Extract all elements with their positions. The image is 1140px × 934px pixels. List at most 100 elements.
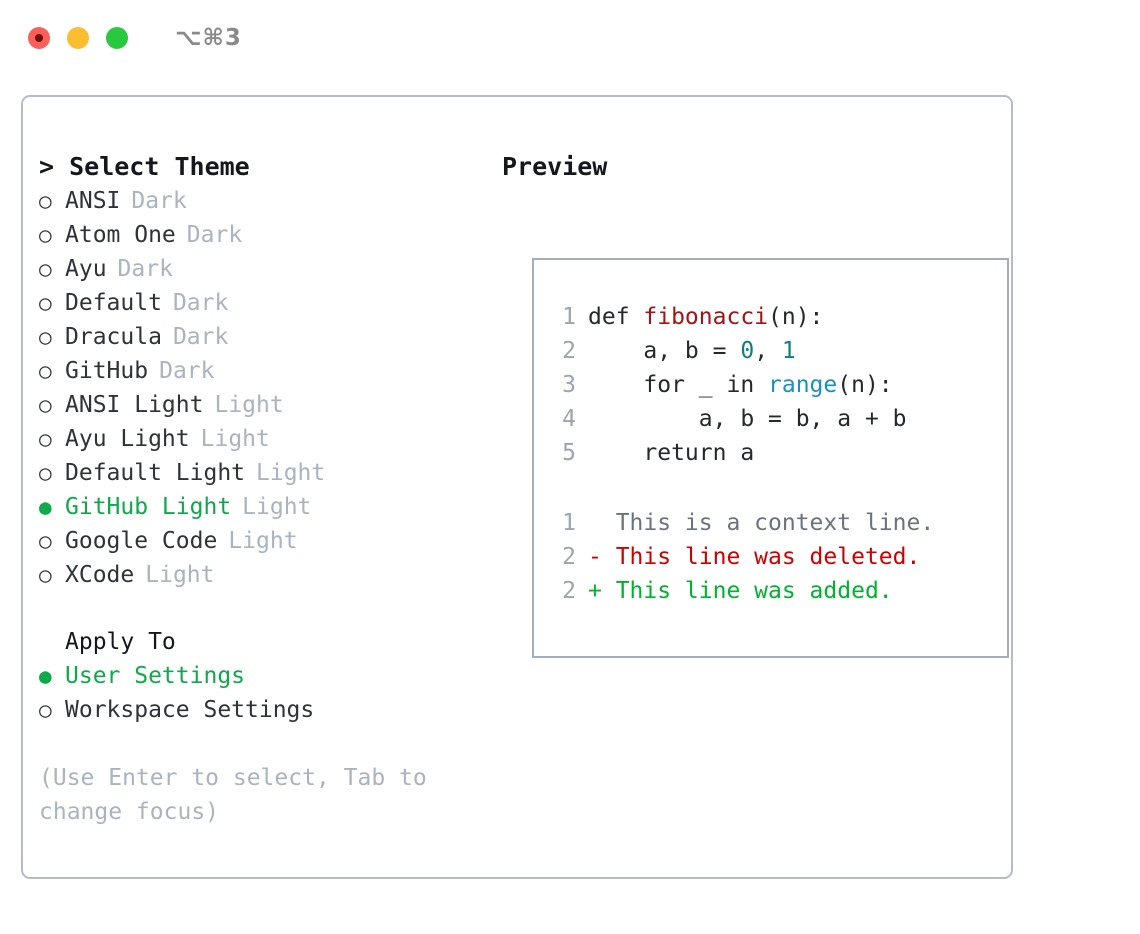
code-token: 0 bbox=[740, 338, 755, 364]
theme-option[interactable]: ○ ANSI Dark bbox=[39, 184, 494, 218]
keyboard-hint-text: (Use Enter to select, Tab to change focu… bbox=[39, 765, 427, 825]
theme-option-variant: Dark bbox=[172, 290, 229, 316]
apply-to-option-label: User Settings bbox=[65, 663, 246, 689]
radio-unselected-icon: ○ bbox=[39, 189, 52, 213]
theme-option-label: Dracula bbox=[65, 324, 162, 350]
minimize-button[interactable] bbox=[67, 27, 89, 49]
theme-option[interactable]: ○ ANSI Light Light bbox=[39, 388, 494, 422]
theme-option-label: Default bbox=[65, 290, 162, 316]
code-text: return a bbox=[588, 436, 754, 470]
apply-to-option[interactable]: ○ Workspace Settings bbox=[39, 693, 494, 727]
theme-option-label: Ayu Light bbox=[65, 426, 190, 452]
theme-option-variant: Light bbox=[256, 460, 326, 486]
theme-option-variant: Dark bbox=[117, 256, 173, 282]
diff-text: This is a context line. bbox=[588, 510, 935, 536]
radio-unselected-icon: ○ bbox=[39, 223, 52, 247]
theme-option-variant: Dark bbox=[131, 188, 187, 214]
line-number: 4 bbox=[562, 406, 576, 432]
theme-option[interactable]: ● GitHub Light Light bbox=[39, 490, 494, 524]
theme-option-label: ANSI bbox=[65, 188, 121, 214]
code-text: for _ in range(n): bbox=[588, 368, 892, 402]
diff-text: - This line was deleted. bbox=[588, 544, 921, 570]
theme-option[interactable]: ○ Default Dark bbox=[39, 286, 494, 320]
code-token: def bbox=[588, 304, 644, 330]
apply-to-heading: Apply To bbox=[65, 629, 176, 655]
close-button[interactable] bbox=[28, 27, 50, 49]
radio-selected-icon: ● bbox=[39, 495, 52, 519]
radio-unselected-icon: ○ bbox=[39, 291, 52, 315]
theme-option-label: Default Light bbox=[65, 460, 246, 486]
preview-heading: Preview bbox=[502, 152, 608, 181]
line-number: 1 bbox=[562, 304, 576, 330]
theme-option[interactable]: ○ Ayu Light Light bbox=[39, 422, 494, 456]
theme-option-label: ANSI Light bbox=[65, 392, 204, 418]
apply-to-option[interactable]: ● User Settings bbox=[39, 659, 494, 693]
radio-unselected-icon: ○ bbox=[39, 257, 52, 281]
theme-option[interactable]: ○ XCode Light bbox=[39, 558, 494, 592]
radio-unselected-icon: ○ bbox=[39, 529, 52, 553]
radio-unselected-icon: ○ bbox=[39, 325, 52, 349]
theme-option-label: GitHub Light bbox=[65, 494, 232, 520]
line-number: 2 bbox=[562, 578, 576, 604]
diff-line: 2 - This line was deleted. bbox=[552, 540, 1001, 574]
theme-option-variant: Light bbox=[242, 494, 312, 520]
line-number: 2 bbox=[562, 544, 576, 570]
apply-to-list[interactable]: ● User Settings ○ Workspace Settings bbox=[39, 659, 494, 727]
theme-option[interactable]: ○ Dracula Dark bbox=[39, 320, 494, 354]
code-token: return a bbox=[588, 440, 755, 466]
radio-unselected-icon: ○ bbox=[39, 698, 52, 722]
apply-to-option-label: Workspace Settings bbox=[65, 697, 315, 723]
line-number: 1 bbox=[562, 510, 576, 536]
code-text: a, b = 0, 1 bbox=[588, 334, 795, 368]
code-token: for _ in bbox=[588, 372, 769, 398]
diff-line: 2 + This line was added. bbox=[552, 574, 1001, 608]
code-line: 5 return a bbox=[552, 436, 1001, 470]
radio-selected-icon: ● bbox=[39, 664, 52, 688]
theme-option-label: GitHub bbox=[65, 358, 149, 384]
radio-unselected-icon: ○ bbox=[39, 427, 52, 451]
keyboard-shortcut-label: ⌥⌘3 bbox=[175, 25, 242, 51]
radio-unselected-icon: ○ bbox=[39, 563, 52, 587]
code-token: fibonacci bbox=[643, 304, 769, 330]
traffic-lights bbox=[28, 27, 128, 49]
apply-to-group: Apply To ● User Settings ○ Workspace Settin… bbox=[39, 625, 494, 727]
diff-text: + This line was added. bbox=[588, 578, 893, 604]
theme-option-variant: Light bbox=[145, 562, 215, 588]
line-number: 3 bbox=[562, 372, 576, 398]
theme-option-variant: Light bbox=[200, 426, 270, 452]
diff-preview: 1 This is a context line. 2 - This line wa… bbox=[552, 506, 1001, 608]
theme-option-variant: Dark bbox=[172, 324, 229, 350]
code-line: 2 a, b = 0, 1 bbox=[552, 334, 1001, 368]
radio-unselected-icon: ○ bbox=[39, 393, 52, 417]
code-token: a, b = b, a + b bbox=[588, 406, 907, 432]
code-token: , bbox=[754, 338, 782, 364]
theme-option-variant: Light bbox=[228, 528, 298, 554]
code-token: (n): bbox=[768, 304, 824, 330]
theme-option-variant: Light bbox=[214, 392, 284, 418]
diff-line: 1 This is a context line. bbox=[552, 506, 1001, 540]
radio-unselected-icon: ○ bbox=[39, 359, 52, 383]
code-token: range bbox=[768, 372, 838, 398]
theme-option-label: XCode bbox=[65, 562, 135, 588]
code-line: 3 for _ in range(n): bbox=[552, 368, 1001, 402]
line-number: 2 bbox=[562, 338, 576, 364]
title-bar: ⌥⌘3 bbox=[0, 0, 1140, 76]
maximize-button[interactable] bbox=[106, 27, 128, 49]
code-line: 1 def fibonacci(n): bbox=[552, 300, 1001, 334]
code-token: a, b = bbox=[588, 338, 741, 364]
theme-option-label: Atom One bbox=[65, 222, 176, 248]
code-text: def fibonacci(n): bbox=[588, 300, 823, 334]
